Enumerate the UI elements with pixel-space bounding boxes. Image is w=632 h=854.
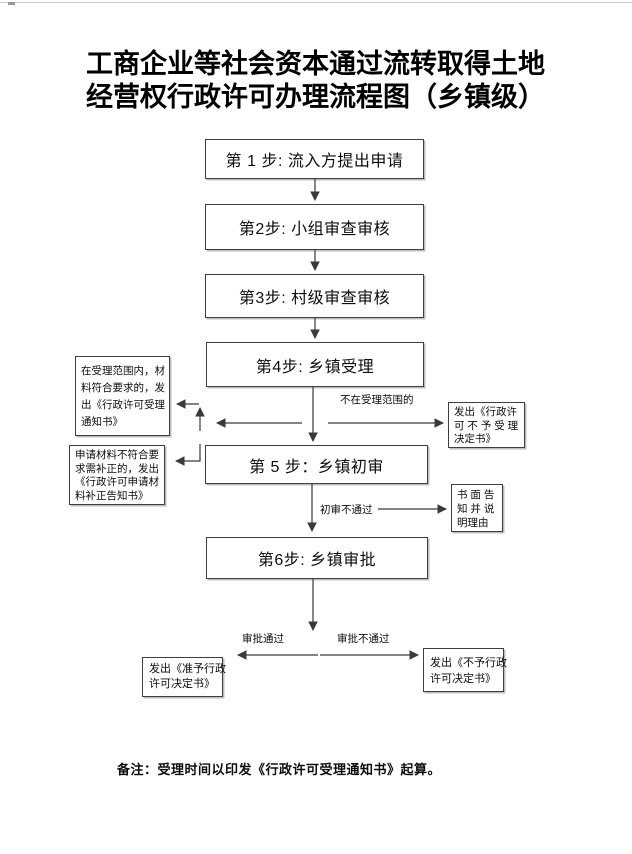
accept-notice-box: 在受理范围内，材 料符合要求的，发 出《行政许可受理 通知书》 (75, 356, 170, 436)
page-title: 工商企业等社会资本通过流转取得土地 经营权行政许可办理流程图（乡镇级） (86, 48, 572, 114)
written-reason-line: 明理由 (457, 517, 489, 529)
deny-decision-line: 许可决定书》 (430, 673, 496, 685)
reject-acceptance-line: 可 不 予 受 理 (454, 419, 519, 432)
arrow-down-to-supplement-notice (174, 444, 201, 466)
deny-decision-line: 发出《不予行政 (430, 657, 507, 669)
footer-note: 备注：受理时间以印发《行政许可受理通知书》起算。 (117, 762, 442, 777)
reject-acceptance-box: 发出《行政许 可 不 予 受 理 决定书》 (448, 402, 525, 448)
step-box-3: 第3步: 村级审查审核 (205, 274, 424, 318)
accept-notice-line: 出《行政许可受理 (81, 399, 165, 411)
deny-decision-box: 发出《不予行政 许可决定书》 (423, 648, 507, 692)
scan-artifact-top-line (0, 2, 632, 3)
scan-artifact-corner-mark (8, 2, 15, 5)
written-reason-box: 书 面 告 知 并 说 明理由 (451, 484, 503, 532)
accept-notice-line: 在受理范围内，材 (81, 365, 165, 377)
supplement-notice-line: 《行政许可申请材 (75, 476, 159, 488)
step-box-2: 第2步: 小组审查审核 (205, 204, 424, 250)
step-box-1: 第 1 步: 流入方提出申请 (205, 139, 424, 179)
title-line-2: 经营权行政许可办理流程图（乡镇级） (86, 82, 545, 112)
step-box-4: 第4步: 乡镇受理 (206, 342, 424, 387)
written-reason-line: 知 并 说 (457, 503, 495, 515)
accept-notice-line: 通知书》 (81, 416, 123, 428)
supplement-notice-line: 申请材料不符合要 (75, 449, 159, 461)
label-initial-fail: 初审不通过 (320, 504, 373, 516)
approve-decision-box: 发出《准予行政 许可决定书》 (142, 657, 226, 697)
reject-acceptance-line: 发出《行政许 (454, 406, 517, 418)
supplement-notice-line: 求需补正的，发出 (75, 462, 159, 475)
accept-notice-line: 料符合要求的，发 (81, 382, 165, 394)
label-approve-pass: 审批通过 (242, 633, 284, 645)
step-box-5: 第 5 步：乡镇初审 (205, 445, 428, 484)
title-line-1: 工商企业等社会资本通过流转取得土地 (86, 49, 545, 79)
supplement-notice-box: 申请材料不符合要 求需补正的，发出 《行政许可申请材 料补正告知书》 (69, 445, 165, 505)
written-reason-line: 书 面 告 (457, 489, 495, 501)
label-out-of-scope: 不在受理范围的 (340, 394, 414, 406)
approve-decision-line: 发出《准予行政 (149, 663, 226, 675)
label-approve-fail: 审批不通过 (337, 633, 390, 645)
reject-acceptance-line: 决定书》 (454, 433, 496, 445)
supplement-notice-line: 料补正告知书》 (75, 489, 149, 502)
approve-decision-line: 许可决定书》 (149, 678, 215, 690)
step-box-6: 第6步: 乡镇审批 (206, 537, 428, 579)
